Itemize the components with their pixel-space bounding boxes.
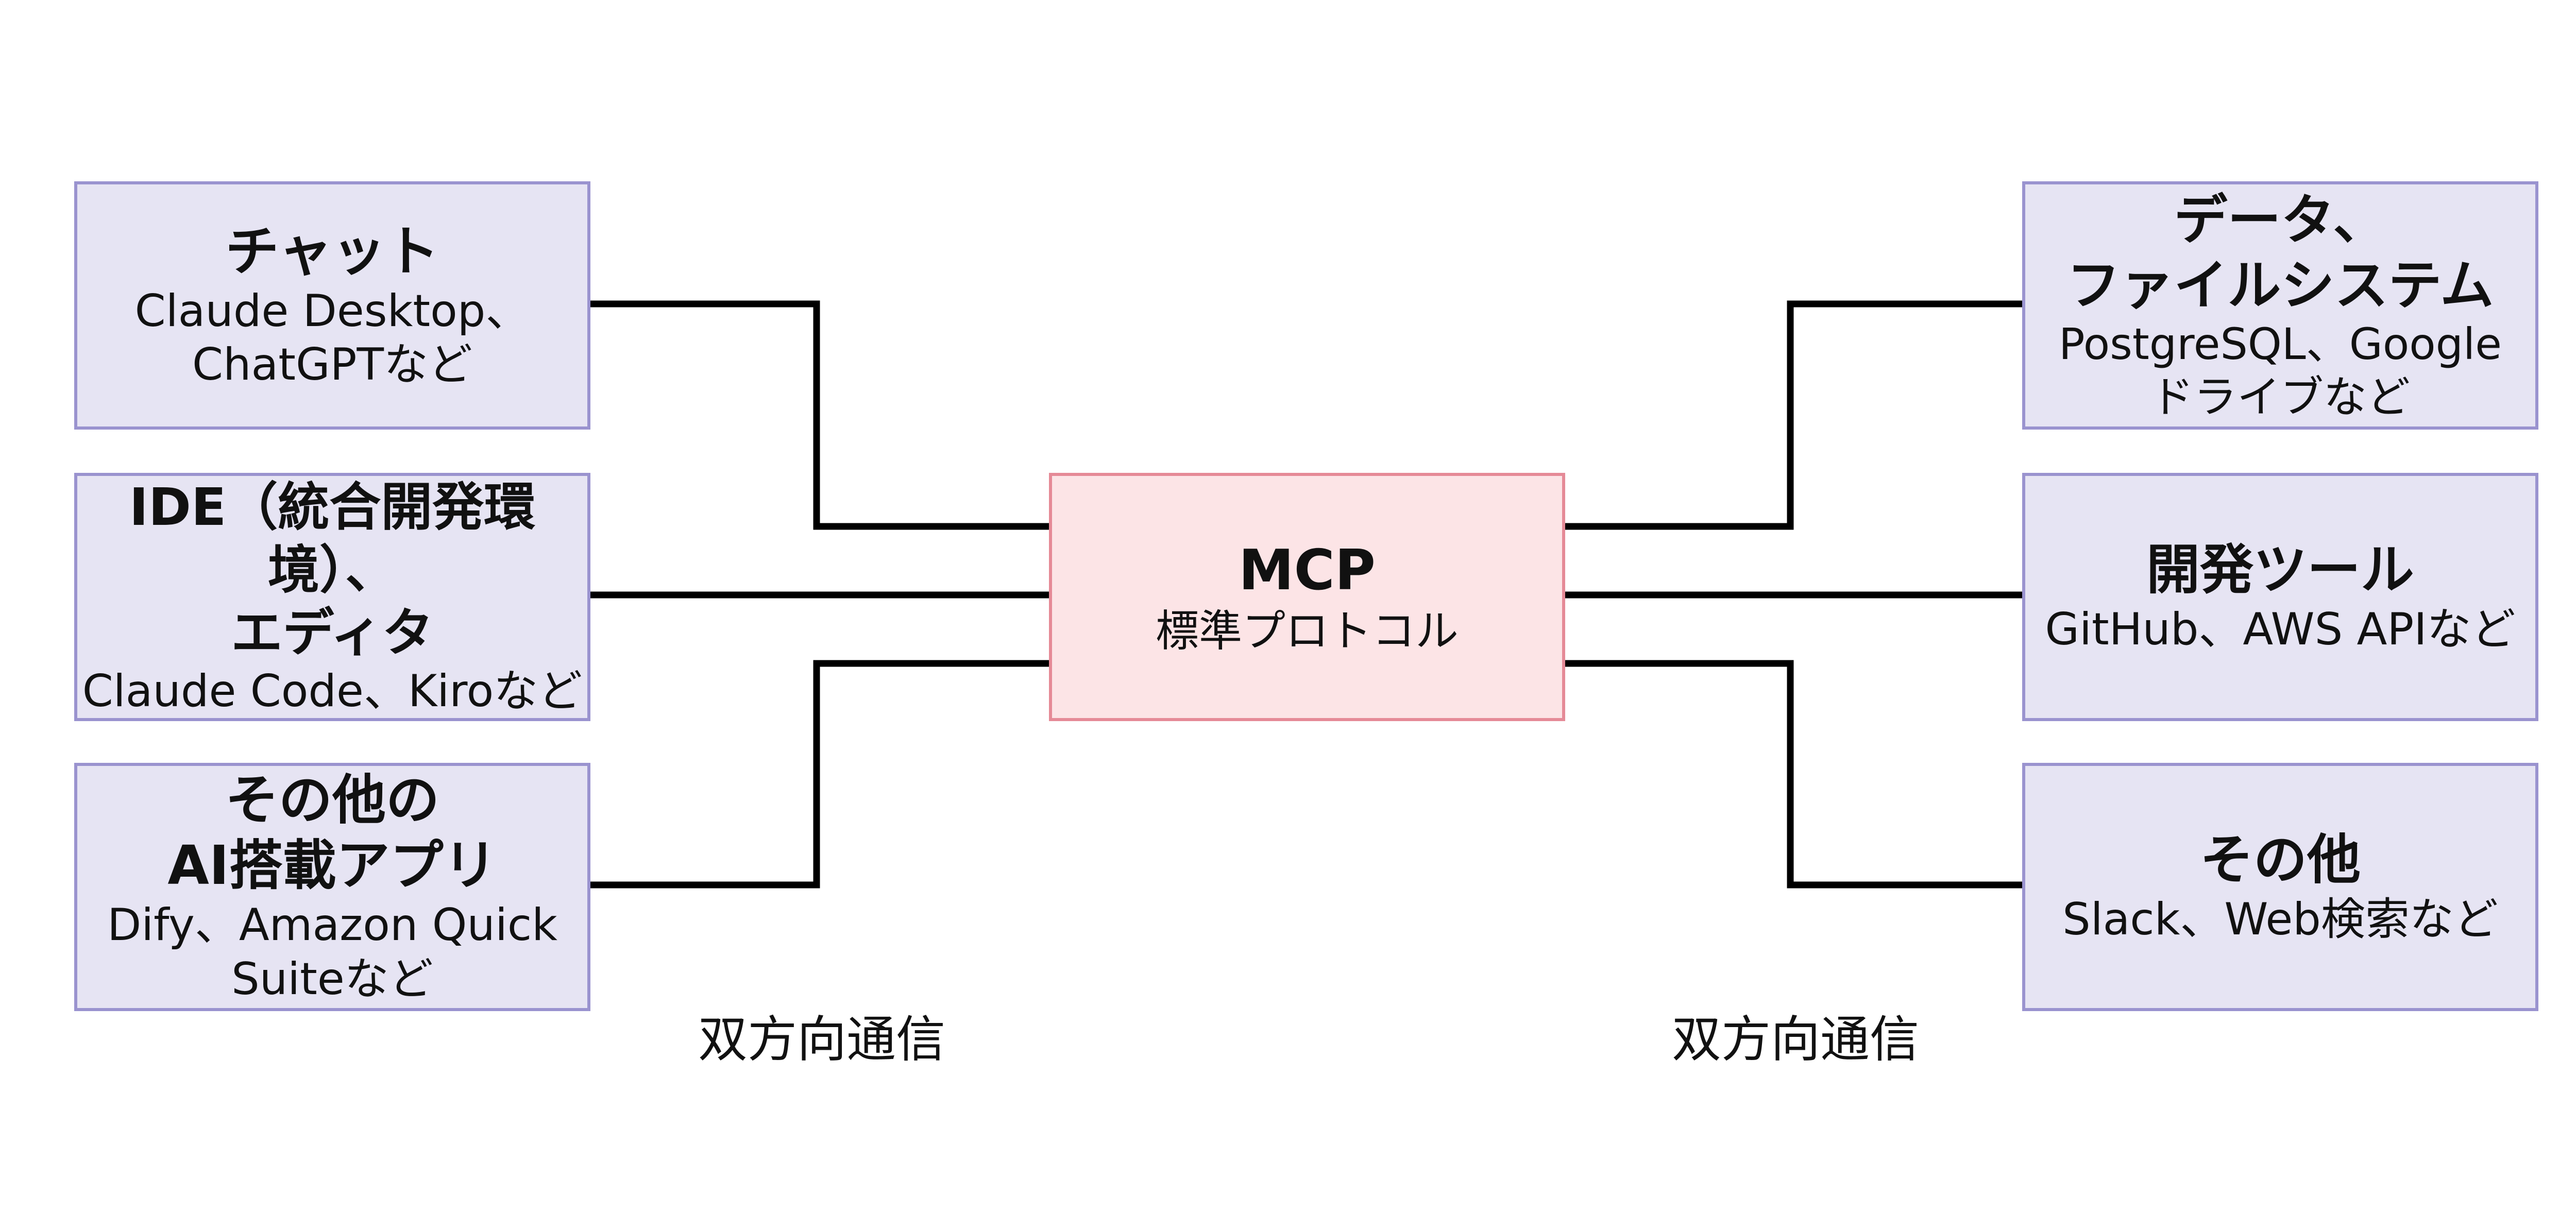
- node-other-ai-subtitle: Dify、Amazon Quick Suiteなど: [107, 899, 557, 1005]
- node-other-subtitle: Slack、Web検索など: [2062, 893, 2498, 945]
- node-other-title: その他: [2199, 828, 2361, 892]
- node-chat-subtitle: Claude Desktop、 ChatGPTなど: [134, 285, 530, 391]
- node-dev-tools-title: 開発ツール: [2146, 538, 2414, 602]
- node-data-title: データ、 ファイルシステム: [2066, 188, 2494, 317]
- node-chat-title: チャット: [225, 219, 439, 283]
- node-other: その他 Slack、Web検索など: [2022, 763, 2538, 1011]
- node-chat: チャット Claude Desktop、 ChatGPTなど: [74, 181, 590, 430]
- node-other-ai-title: その他の AI搭載アプリ: [167, 769, 497, 897]
- edge-label-right: 双方向通信: [1672, 1011, 1919, 1068]
- node-data-subtitle: PostgreSQL、Google ドライブなど: [2059, 319, 2502, 422]
- node-ide-subtitle: Claude Code、Kiroなど: [82, 665, 583, 717]
- edge-label-left: 双方向通信: [698, 1011, 945, 1068]
- arrow-other-ai-mcp: [590, 660, 1049, 889]
- node-ide: IDE（統合開発環境）、 エディタ Claude Code、Kiroなど: [74, 473, 590, 721]
- arrow-mcp-data: [1565, 300, 2023, 530]
- node-dev-tools-subtitle: GitHub、AWS APIなど: [2045, 603, 2516, 655]
- node-data: データ、 ファイルシステム PostgreSQL、Google ドライブなど: [2022, 181, 2538, 430]
- node-ide-title: IDE（統合開発環境）、 エディタ: [129, 476, 536, 663]
- node-other-ai: その他の AI搭載アプリ Dify、Amazon Quick Suiteなど: [74, 763, 590, 1011]
- node-mcp-title: MCP: [1239, 538, 1376, 603]
- arrow-chat-mcp: [590, 300, 1049, 530]
- node-mcp-subtitle: 標準プロトコル: [1155, 605, 1459, 656]
- node-mcp: MCP 標準プロトコル: [1049, 473, 1565, 721]
- arrow-mcp-other: [1565, 660, 2023, 889]
- node-dev-tools: 開発ツール GitHub、AWS APIなど: [2022, 473, 2538, 721]
